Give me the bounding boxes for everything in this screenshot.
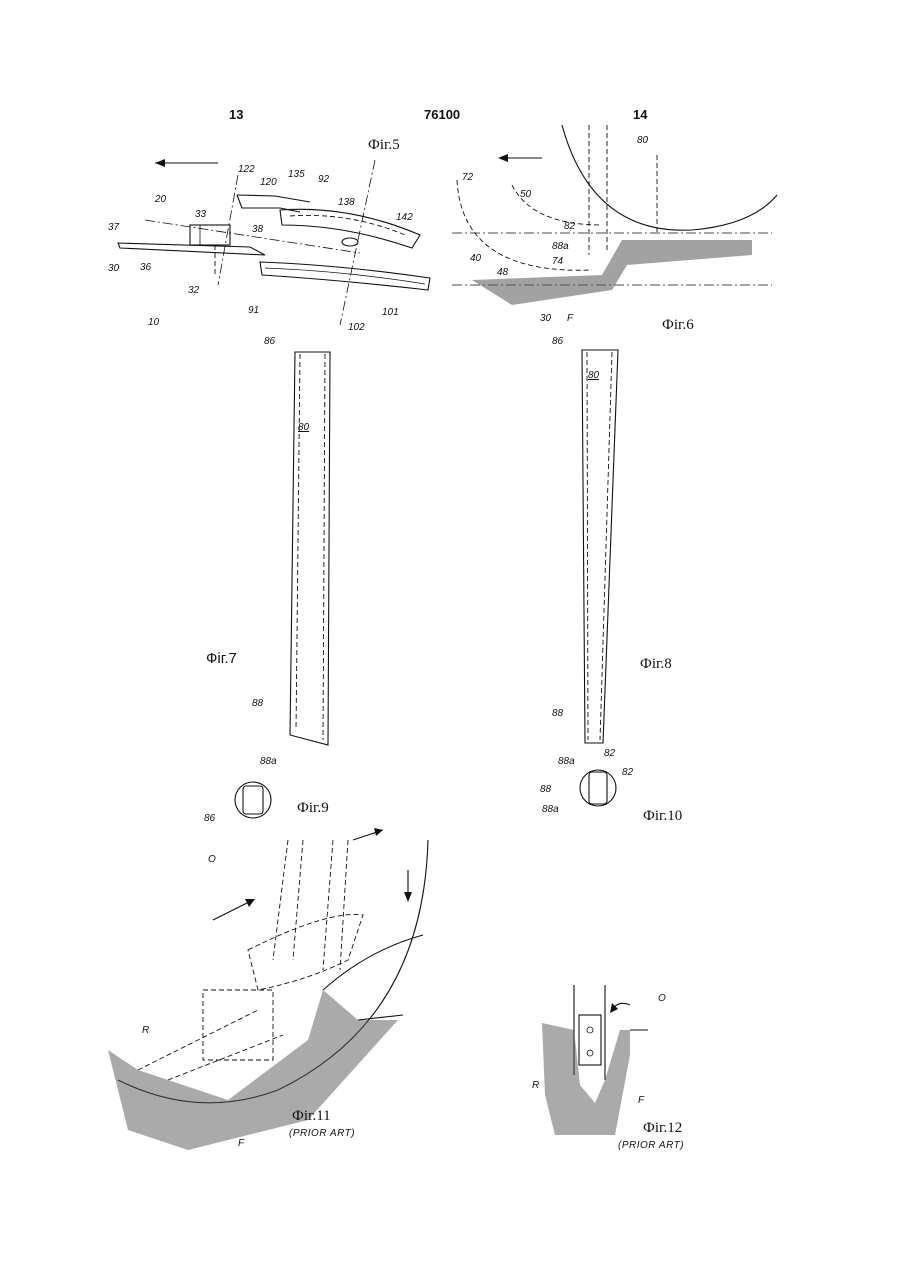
svg-text:R: R	[532, 1080, 539, 1091]
svg-text:48: 48	[497, 267, 509, 278]
svg-text:72: 72	[462, 172, 474, 183]
figure-6-caption: Фіг.6	[662, 317, 694, 334]
svg-text:F: F	[567, 313, 574, 324]
figure-11-drawing: O R F	[108, 820, 438, 1160]
svg-text:88a: 88a	[542, 804, 559, 815]
svg-text:102: 102	[348, 322, 365, 333]
svg-text:88: 88	[252, 698, 264, 709]
figure-8-drawing: 86 80 88 82 88a	[548, 330, 658, 770]
svg-text:135: 135	[288, 169, 305, 180]
svg-text:30: 30	[108, 263, 120, 274]
svg-text:82: 82	[622, 767, 634, 778]
svg-text:10: 10	[148, 317, 160, 328]
svg-text:80: 80	[298, 422, 310, 433]
svg-text:33: 33	[195, 209, 207, 220]
svg-text:F: F	[638, 1095, 645, 1106]
svg-text:88a: 88a	[552, 241, 569, 252]
svg-text:32: 32	[188, 285, 200, 296]
svg-text:88: 88	[552, 708, 564, 719]
figure-5-caption: Фіг.5	[368, 137, 400, 154]
svg-text:138: 138	[338, 197, 355, 208]
figure-11-caption: Фіг.11	[292, 1108, 331, 1125]
figure-10-caption: Фіг.10	[643, 808, 682, 825]
figure-12-caption: Фіг.12	[643, 1120, 682, 1137]
figure-7-drawing: 86 80 88 88a	[250, 330, 350, 770]
svg-text:91: 91	[248, 305, 259, 316]
svg-text:40: 40	[470, 253, 482, 264]
svg-text:37: 37	[108, 222, 120, 233]
figure-7-caption: Фіг.7	[206, 650, 237, 667]
svg-text:80: 80	[637, 135, 649, 146]
page-number-right: 14	[633, 107, 647, 122]
figure-8-caption: Фіг.8	[640, 656, 672, 673]
svg-text:92: 92	[318, 174, 330, 185]
figure-12-drawing: O R F	[530, 985, 670, 1135]
svg-text:O: O	[208, 854, 216, 865]
svg-text:R: R	[142, 1025, 149, 1036]
svg-text:86: 86	[552, 336, 564, 347]
svg-text:122: 122	[238, 164, 255, 175]
svg-text:86: 86	[264, 336, 276, 347]
svg-text:120: 120	[260, 177, 277, 188]
figure-9-caption: Фіг.9	[297, 800, 329, 817]
figure-10-drawing: 82 88 88a	[538, 760, 648, 820]
svg-text:F: F	[238, 1138, 245, 1149]
svg-text:80: 80	[588, 370, 600, 381]
svg-text:82: 82	[564, 221, 576, 232]
svg-text:50: 50	[520, 189, 532, 200]
figure-12-subcaption: (PRIOR ART)	[618, 1140, 684, 1151]
svg-text:82: 82	[604, 748, 616, 759]
svg-text:30: 30	[540, 313, 552, 324]
svg-text:88: 88	[540, 784, 552, 795]
page-number-left: 13	[229, 107, 243, 122]
svg-text:74: 74	[552, 256, 564, 267]
svg-text:142: 142	[396, 212, 413, 223]
figure-5-drawing: 122 120 135 92 20 33 138 142 37 38 30 36…	[100, 150, 450, 340]
svg-text:88a: 88a	[260, 756, 277, 767]
document-number: 76100	[424, 107, 460, 122]
svg-text:101: 101	[382, 307, 399, 318]
svg-text:20: 20	[154, 194, 167, 205]
figure-6-drawing: 80 72 50 82 88a 74 40 48 30 F	[452, 125, 782, 325]
svg-text:38: 38	[252, 224, 264, 235]
svg-text:O: O	[658, 993, 666, 1004]
figure-11-subcaption: (PRIOR ART)	[289, 1128, 355, 1139]
svg-text:36: 36	[140, 262, 152, 273]
